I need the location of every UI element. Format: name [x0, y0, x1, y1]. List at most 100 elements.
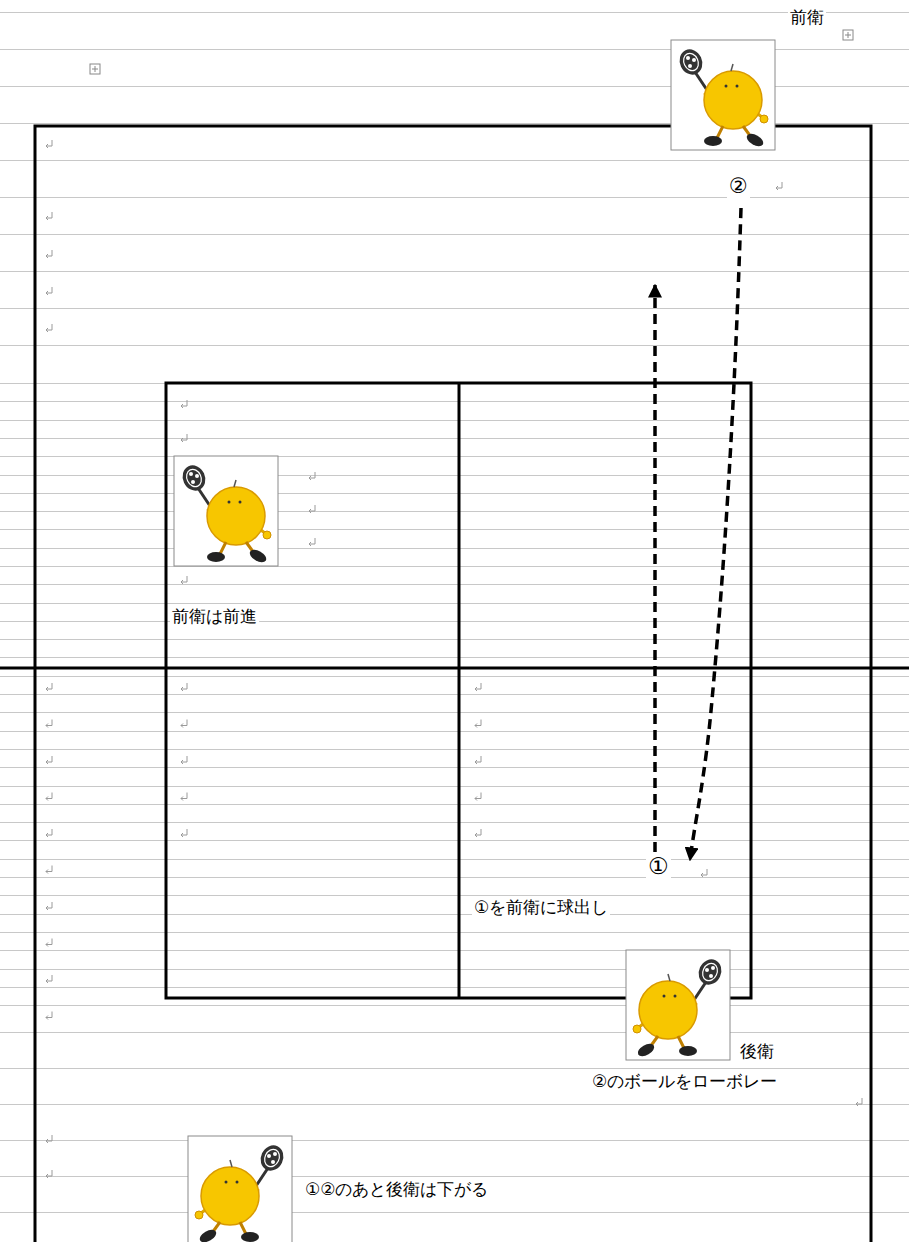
paragraph-mark	[181, 720, 187, 728]
paragraph-mark	[46, 1170, 52, 1178]
callout-number: ②	[727, 174, 750, 198]
paragraph-mark	[776, 182, 782, 190]
ruled-line	[0, 475, 909, 476]
paragraph-mark	[46, 212, 52, 220]
player-figure	[626, 950, 730, 1060]
paragraph-mark	[181, 793, 187, 801]
ruled-line	[0, 987, 909, 988]
paragraph-mark	[475, 829, 481, 837]
ruled-line	[0, 1140, 909, 1141]
ruled-line	[0, 877, 909, 878]
paragraph-mark	[46, 1012, 52, 1020]
ruled-line	[0, 712, 909, 713]
ruled-line	[0, 548, 909, 549]
ruled-line	[0, 420, 909, 421]
player-figure	[671, 40, 775, 150]
paragraph-mark	[46, 683, 52, 691]
ruled-line	[0, 950, 909, 951]
paragraph-mark	[46, 793, 52, 801]
ruled-line	[0, 1068, 909, 1069]
note-text: 前衛は前進	[170, 607, 259, 627]
paragraph-mark	[856, 1098, 862, 1106]
ruled-line	[0, 657, 909, 658]
paragraph-mark	[46, 140, 52, 148]
paragraph-mark	[475, 683, 481, 691]
anchor-mark	[843, 30, 853, 40]
ruled-line	[0, 566, 909, 567]
paragraph-mark	[181, 756, 187, 764]
paragraph-mark	[46, 250, 52, 258]
paragraph-mark	[475, 756, 481, 764]
ball-path	[655, 208, 741, 860]
ruled-line	[0, 438, 909, 439]
ruled-line	[0, 456, 909, 457]
ruled-line	[0, 749, 909, 750]
ruled-line	[0, 271, 909, 272]
paragraph-mark	[181, 576, 187, 584]
paragraph-mark	[181, 434, 187, 442]
paragraph-mark	[475, 793, 481, 801]
ruled-line	[0, 529, 909, 530]
ruled-line	[0, 401, 909, 402]
ruled-line	[0, 1005, 909, 1006]
ruled-line	[0, 1032, 909, 1033]
ruled-line	[0, 511, 909, 512]
note-text: ①を前衛に球出し	[472, 898, 610, 918]
ruled-line	[0, 840, 909, 841]
note-text: ②のボールをローボレー	[590, 1072, 779, 1092]
ruled-line	[0, 584, 909, 585]
ruled-line	[0, 197, 909, 198]
paragraph-marks	[46, 30, 862, 1178]
ruled-line	[0, 676, 909, 677]
ruled-line	[0, 603, 909, 604]
paragraph-mark	[181, 400, 187, 408]
player-figure	[188, 1136, 292, 1242]
court-lines	[0, 126, 909, 1242]
paragraph-mark	[46, 1135, 52, 1143]
ruled-line	[0, 493, 909, 494]
ruled-line	[0, 694, 909, 695]
paragraph-mark	[46, 324, 52, 332]
paragraph-mark	[46, 975, 52, 983]
ruled-line	[0, 308, 909, 309]
ruled-line	[0, 804, 909, 805]
callout-number: ①	[646, 853, 671, 879]
ruled-line	[0, 767, 909, 768]
ruled-line	[0, 621, 909, 622]
anchor-mark	[90, 64, 100, 74]
paragraph-mark	[309, 472, 315, 480]
paragraph-mark	[46, 902, 52, 910]
ruled-line	[0, 969, 909, 970]
ruled-line	[0, 859, 909, 860]
ruled-line	[0, 932, 909, 933]
ruled-line	[0, 1212, 909, 1213]
ruled-line	[0, 914, 909, 915]
paragraph-mark	[309, 505, 315, 513]
ruled-line	[0, 1104, 909, 1105]
player-label: 後衛	[738, 1042, 776, 1062]
ruled-line	[0, 895, 909, 896]
paragraph-mark	[701, 869, 707, 877]
ruled-line	[0, 786, 909, 787]
paragraph-mark	[46, 829, 52, 837]
paragraph-mark	[46, 720, 52, 728]
paragraph-mark	[46, 756, 52, 764]
paragraph-mark	[181, 683, 187, 691]
ruled-line	[0, 822, 909, 823]
paragraph-mark	[46, 866, 52, 874]
paragraph-mark	[46, 939, 52, 947]
paragraph-mark	[309, 538, 315, 546]
ruled-line	[0, 234, 909, 235]
paragraph-mark	[181, 829, 187, 837]
player-figure	[174, 456, 278, 566]
ruled-line	[0, 1176, 909, 1177]
ruled-line	[0, 160, 909, 161]
ruled-lines	[0, 13, 909, 1213]
ruled-line	[0, 639, 909, 640]
paragraph-mark	[46, 287, 52, 295]
paragraph-mark	[475, 720, 481, 728]
note-text: ①②のあと後衛は下がる	[303, 1180, 490, 1200]
player-label: 前衛	[788, 8, 826, 28]
ruled-line	[0, 345, 909, 346]
